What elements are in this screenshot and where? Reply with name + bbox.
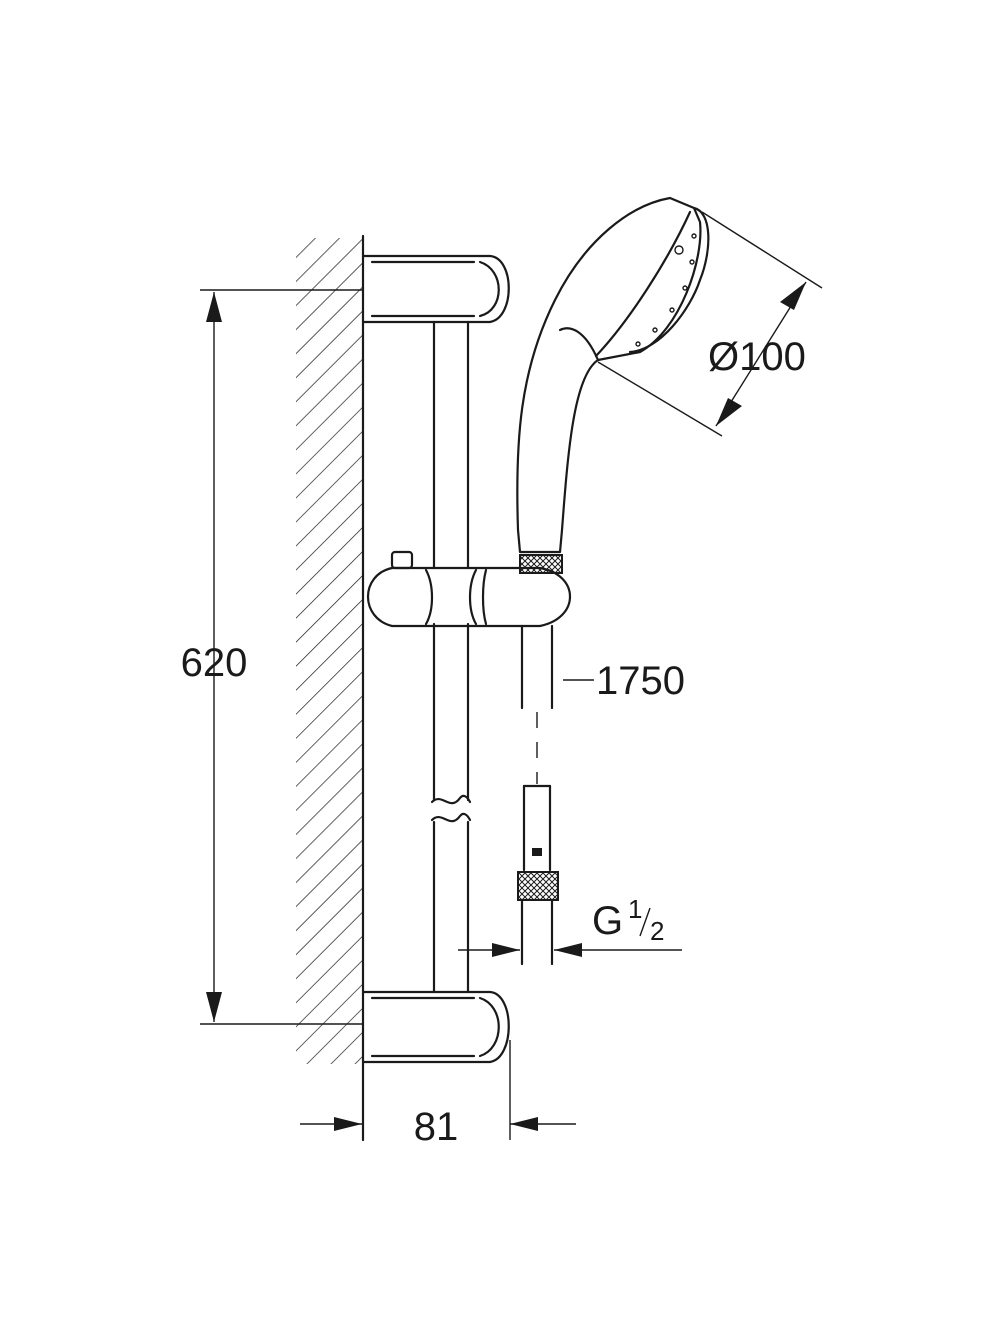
slider-release-button (390, 550, 414, 570)
hand-shower-body (516, 196, 702, 554)
hand-shower-knurled-connector (519, 554, 563, 574)
hand-shower (516, 196, 710, 574)
shower-rail (430, 320, 472, 994)
hose-cone-nut-mark (532, 848, 542, 856)
slider-holder (367, 550, 572, 628)
rail-break-top (430, 794, 472, 805)
dimension-thread: G 1 2 (458, 894, 682, 957)
bottom-wall-bracket (362, 990, 510, 1064)
thread-numerator: 1 (628, 894, 642, 924)
hose-knurled-nut (517, 871, 559, 901)
wall-hatching (296, 238, 362, 1064)
dimension-81-label: 81 (414, 1105, 459, 1149)
dimension-1750-label: 1750 (596, 659, 685, 703)
thread-denominator: 2 (650, 916, 664, 946)
shower-hose (517, 624, 559, 966)
wall (296, 234, 365, 1142)
dimension-diameter-label: Ø100 (708, 335, 806, 379)
dimension-wall-projection: 81 (300, 1040, 576, 1149)
rail-break-bottom (430, 812, 472, 823)
top-wall-bracket (362, 254, 510, 324)
thread-fraction-slash (639, 907, 651, 937)
dimension-bar-length: 620 (181, 289, 362, 1025)
dimension-handshower-diameter: Ø100 (597, 211, 823, 437)
thread-label-g: G (592, 899, 623, 943)
dimension-hose-length: 1750 (563, 659, 685, 703)
dimension-620-label: 620 (181, 641, 248, 685)
